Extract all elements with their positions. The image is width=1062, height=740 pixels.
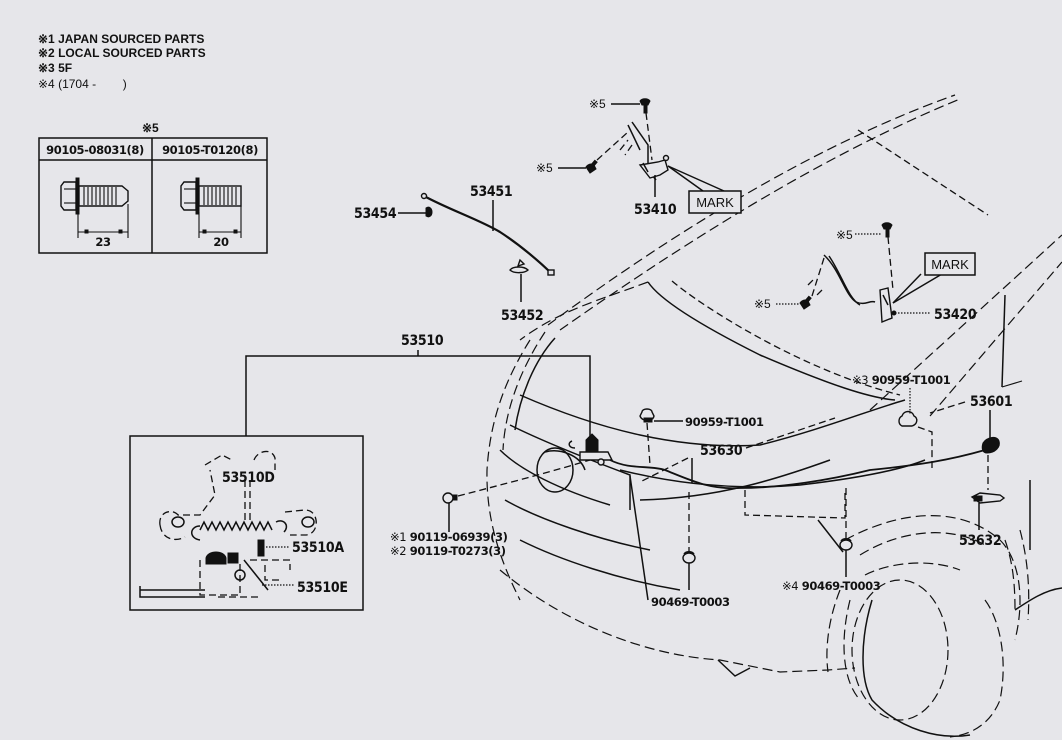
vehicle-body-outline (486, 94, 1062, 738)
callout-53420-bolt-side[interactable]: ※5 (754, 297, 771, 311)
callout-53451[interactable]: 53451 (470, 184, 513, 200)
cable-clamp-53452[interactable] (509, 258, 529, 274)
mark-label-53410 (688, 190, 742, 214)
note-3: ※3 5F (38, 61, 72, 75)
leader-53510-bracket (245, 355, 591, 440)
bolt-pn-1[interactable]: 90105-08031(8) (46, 143, 144, 157)
hood-lock-assembly-on-vehicle[interactable] (568, 433, 986, 490)
hinge-bolt-icon-53410-top[interactable] (639, 98, 651, 114)
clip-icon-90469-left[interactable] (682, 551, 696, 564)
hood-lock-detail-frame (129, 435, 364, 611)
callout-90959-right[interactable]: ※3 90959-T1001 (852, 373, 951, 387)
hood-hinge-53420[interactable] (823, 254, 897, 324)
hood-lock-release-lever-53454[interactable] (425, 206, 433, 218)
bolt-icon-90119[interactable] (442, 492, 458, 504)
callout-53630[interactable]: 53630 (700, 443, 743, 459)
hinge-bolt-icon-53410-side[interactable] (585, 159, 598, 174)
hood-lock-control-cable[interactable] (420, 192, 555, 276)
bolt-table: ※5 90105-08031(8) 90105-T0120(8) 23 (38, 121, 268, 254)
callout-90469-right[interactable]: ※4 90469-T0003 (782, 579, 881, 593)
hood-lock-detail-drawing (139, 450, 317, 598)
hood-support-retainer-53601[interactable] (981, 436, 1000, 454)
notes-legend: ※1 JAPAN SOURCED PARTS ※2 LOCAL SOURCED … (38, 32, 206, 91)
callout-53510A[interactable]: 53510A (292, 540, 345, 556)
callout-53510D[interactable]: 53510D (222, 470, 275, 486)
callout-53510[interactable]: 53510 (401, 333, 444, 349)
note-1: ※1 JAPAN SOURCED PARTS (38, 32, 204, 46)
wheel-outline (851, 579, 949, 721)
flange-bolt-icon-2 (180, 177, 242, 215)
mark-text-53420: MARK (931, 257, 969, 272)
dimension-line-2 (198, 206, 242, 238)
bolt-length-1: 23 (95, 235, 111, 249)
callout-53410-bolt-side[interactable]: ※5 (536, 161, 553, 175)
callout-90469-left[interactable]: 90469-T0003 (651, 595, 730, 609)
dimension-line-1 (77, 204, 129, 238)
clip-icon-90959-center[interactable] (639, 408, 655, 423)
callout-53454[interactable]: 53454 (354, 206, 397, 222)
bolt-table-mark: ※5 (142, 121, 159, 135)
callout-53601[interactable]: 53601 (970, 394, 1013, 410)
callout-53420[interactable]: 53420 (934, 307, 977, 323)
bolt-pn-2[interactable]: 90105-T0120(8) (162, 143, 258, 157)
hood-hinge-53410[interactable] (627, 121, 670, 181)
callout-90119-line1[interactable]: ※1 90119-06939(3) (390, 530, 508, 544)
hood-support-stay-53632[interactable] (970, 492, 1006, 504)
callout-53410-bolt-top[interactable]: ※5 (589, 97, 606, 111)
callout-53420-bolt-top[interactable]: ※5 (836, 228, 853, 242)
note-4: ※4 (1704 - ) (38, 77, 127, 91)
bolt-length-2: 20 (213, 235, 229, 249)
callout-90119-line2[interactable]: ※2 90119-T0273(3) (390, 544, 506, 558)
clip-icon-90959-right[interactable] (898, 410, 918, 427)
mark-label-53420 (924, 252, 976, 276)
clip-icon-90469-right[interactable] (839, 538, 853, 551)
callout-53510E[interactable]: 53510E (297, 580, 348, 596)
hinge-bolt-icon-53420-top[interactable] (881, 222, 893, 238)
callout-90959-center[interactable]: 90959-T1001 (685, 415, 764, 429)
hinge-bolt-icon-53420-side[interactable] (799, 295, 812, 310)
note-2: ※2 LOCAL SOURCED PARTS (38, 46, 206, 60)
fog-light-ring (536, 447, 574, 493)
callout-53632[interactable]: 53632 (959, 533, 1002, 549)
callout-53452[interactable]: 53452 (501, 308, 544, 324)
callout-53410[interactable]: 53410 (634, 202, 677, 218)
mark-text-53410: MARK (696, 195, 734, 210)
